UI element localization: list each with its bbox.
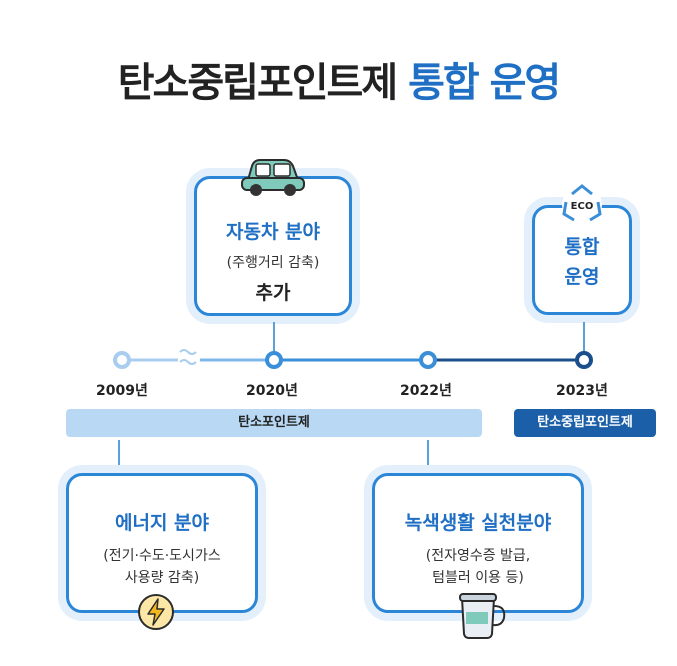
- year-2022: 2022년: [400, 383, 452, 399]
- car-icon: [241, 159, 305, 196]
- energy-heading: 에너지 분야: [114, 512, 209, 534]
- car-heading: 자동차 분야: [225, 221, 320, 243]
- green-detail-line2: 텀블러 이용 등): [432, 570, 524, 586]
- integration-label: 통합 운영: [535, 232, 629, 292]
- year-2009: 2009년: [96, 383, 148, 399]
- energy-detail-line2: 사용량 감축): [124, 570, 200, 586]
- connector-energy: [118, 440, 120, 466]
- connector-green: [427, 440, 429, 466]
- energy-detail-line1: (전기·수도·도시가스: [103, 548, 221, 564]
- green-detail-line1: (전자영수증 발급,: [425, 548, 531, 564]
- svg-text:ECO: ECO: [571, 201, 594, 212]
- title-part1: 탄소중립포인트제: [117, 60, 398, 106]
- node-2022: [419, 351, 437, 369]
- node-2009: [113, 351, 131, 369]
- bar-new-program: 탄소중립포인트제: [514, 409, 656, 437]
- node-2023: [575, 351, 593, 369]
- green-detail: (전자영수증 발급, 텀블러 이용 등): [375, 545, 581, 589]
- connector-integration: [583, 322, 585, 352]
- card-car: 자동차 분야 (주행거리 감축) 추가: [194, 176, 352, 316]
- car-detail: (주행거리 감축): [226, 255, 320, 271]
- node-2020: [265, 351, 283, 369]
- year-2023: 2023년: [556, 383, 608, 399]
- tumbler-icon: [459, 593, 506, 639]
- energy-detail: (전기·수도·도시가스 사용량 감축): [69, 545, 255, 589]
- title-part2: 통합 운영: [408, 60, 561, 106]
- integration-line2: 운영: [564, 266, 600, 288]
- eco-recycle-icon: ECO: [562, 184, 602, 225]
- card-energy: 에너지 분야 (전기·수도·도시가스 사용량 감축): [66, 473, 258, 613]
- connector-car: [273, 322, 275, 352]
- green-heading: 녹색생활 실천분야: [404, 512, 552, 534]
- page-title: 탄소중립포인트제 통합 운영: [0, 50, 677, 108]
- card-green-living: 녹색생활 실천분야 (전자영수증 발급, 텀블러 이용 등): [372, 473, 584, 613]
- lightning-icon: [138, 594, 174, 630]
- integration-line1: 통합: [564, 236, 600, 258]
- bar-old-program: 탄소포인트제: [66, 409, 482, 437]
- car-note: 추가: [255, 282, 291, 304]
- year-2020: 2020년: [246, 383, 298, 399]
